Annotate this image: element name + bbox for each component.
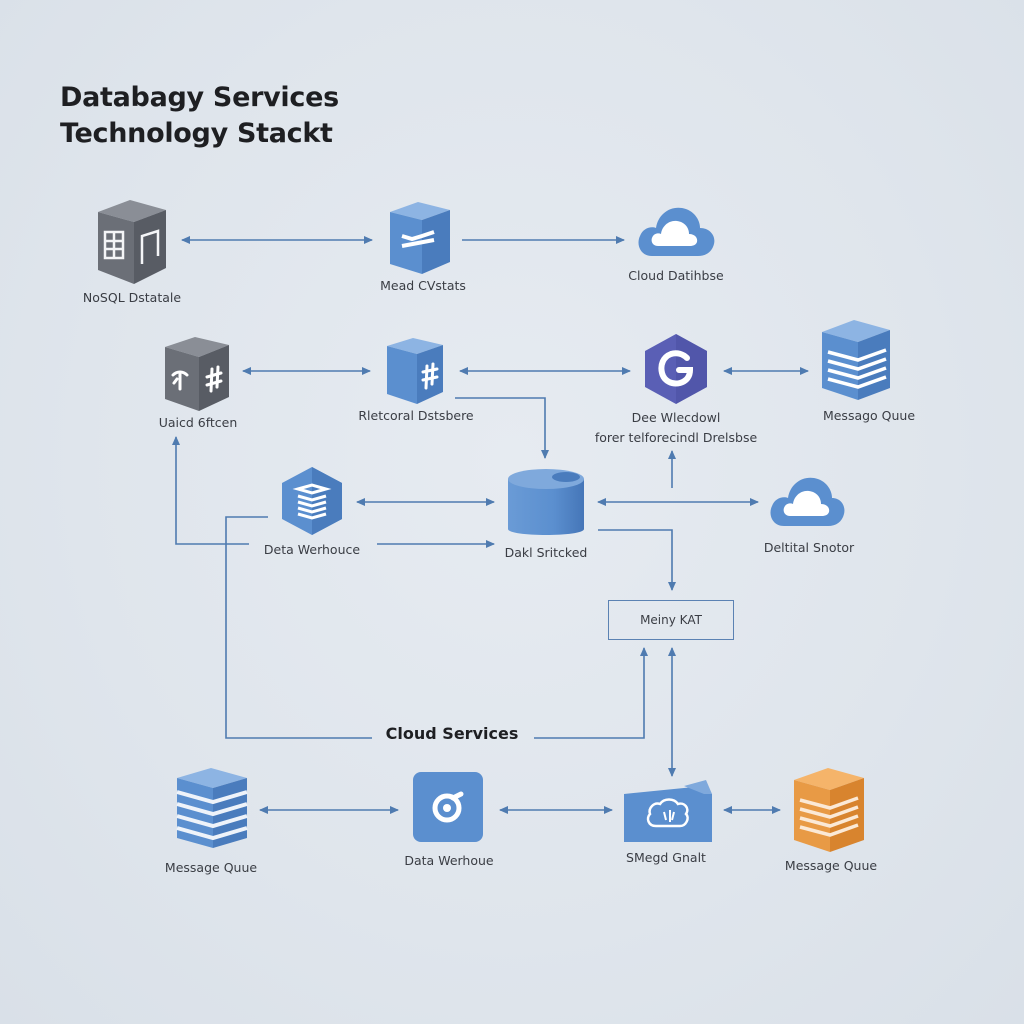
- network-cube-icon: [165, 337, 229, 411]
- mead-cvstats-label: Mead CVstats: [380, 278, 466, 293]
- stack-cube-icon: [390, 202, 450, 274]
- cloud-database-node[interactable]: [636, 202, 716, 258]
- connector-cloud-services-left: [225, 516, 372, 739]
- dee-window-label-line1: Dee Wlecdowl: [631, 410, 721, 425]
- title-line-1: Databagy Services: [60, 82, 339, 113]
- dakl-sricked-label: Dakl Sritcked: [504, 545, 588, 560]
- data-warehouse-mid-label: Deta Werhouce: [263, 542, 361, 557]
- uaicd-node[interactable]: [163, 335, 231, 411]
- target-tile-icon: [413, 772, 483, 842]
- nosql-database-label: NoSQL Dstatale: [82, 290, 182, 305]
- connector-dakl-menu: [598, 529, 676, 591]
- layered-cube-icon: [822, 320, 890, 400]
- hexagon-stack-icon: [282, 467, 342, 535]
- nosql-database-node[interactable]: [96, 198, 168, 284]
- layered-stack-icon: [176, 768, 248, 848]
- orange-layered-cube-icon: [794, 768, 864, 852]
- cloud-database-label: Cloud Datihbse: [628, 268, 724, 283]
- message-queue-bottom-node[interactable]: [175, 766, 249, 848]
- uaicd-label: Uaicd 6ftcen: [158, 415, 238, 430]
- connector-cloud-services-right: [534, 647, 648, 739]
- mead-cvstats-node[interactable]: [388, 200, 452, 274]
- data-warehouse-bottom-node[interactable]: [413, 772, 483, 842]
- dakl-sricked-node[interactable]: [506, 467, 586, 541]
- message-queue-bottom-label: Message Quue: [164, 860, 258, 875]
- smegd-gnalt-node[interactable]: [624, 780, 714, 842]
- data-warehouse-bottom-label: Data Werhoue: [404, 853, 494, 868]
- dee-window-label-line2: forer telforecindl Drelsbse: [594, 430, 758, 445]
- connector-relational-dakl: [455, 397, 549, 459]
- deltital-snotor-node[interactable]: [768, 472, 846, 528]
- connector-warehouse-uaicd: [172, 436, 249, 545]
- message-queue-orange-node[interactable]: [792, 766, 866, 852]
- dee-window-label: Dee Wlecdowl forer telforecindl Drelsbse: [595, 408, 757, 448]
- menu-kat-label: Meiny KAT: [640, 613, 702, 627]
- cloud-icon: [770, 477, 845, 526]
- hexagon-g-icon: [645, 334, 707, 404]
- message-queue-orange-label: Message Quue: [784, 858, 878, 873]
- menu-kat-box[interactable]: Meiny KAT: [608, 600, 734, 640]
- data-warehouse-mid-node[interactable]: [280, 465, 344, 537]
- message-queue-top-node[interactable]: [820, 318, 892, 400]
- cloud-book-icon: [624, 780, 712, 842]
- diagram-title: Databagy Services Technology Stackt: [60, 80, 339, 152]
- cloud-services-section-label: Cloud Services: [385, 724, 519, 743]
- cloud-icon: [638, 207, 715, 256]
- cylinder-database-icon: [508, 469, 584, 535]
- smegd-gnalt-label: SMegd Gnalt: [626, 850, 706, 865]
- server-grid-icon: [98, 200, 166, 284]
- relational-database-node[interactable]: [385, 336, 445, 404]
- relational-database-label: Rletcoral Dstsbere: [358, 408, 474, 423]
- title-line-2: Technology Stackt: [60, 118, 333, 149]
- relational-cube-icon: [387, 338, 443, 404]
- deltital-snotor-label: Deltital Snotor: [763, 540, 855, 555]
- dee-window-node[interactable]: [643, 332, 709, 406]
- message-queue-top-label: Messago Quue: [822, 408, 916, 423]
